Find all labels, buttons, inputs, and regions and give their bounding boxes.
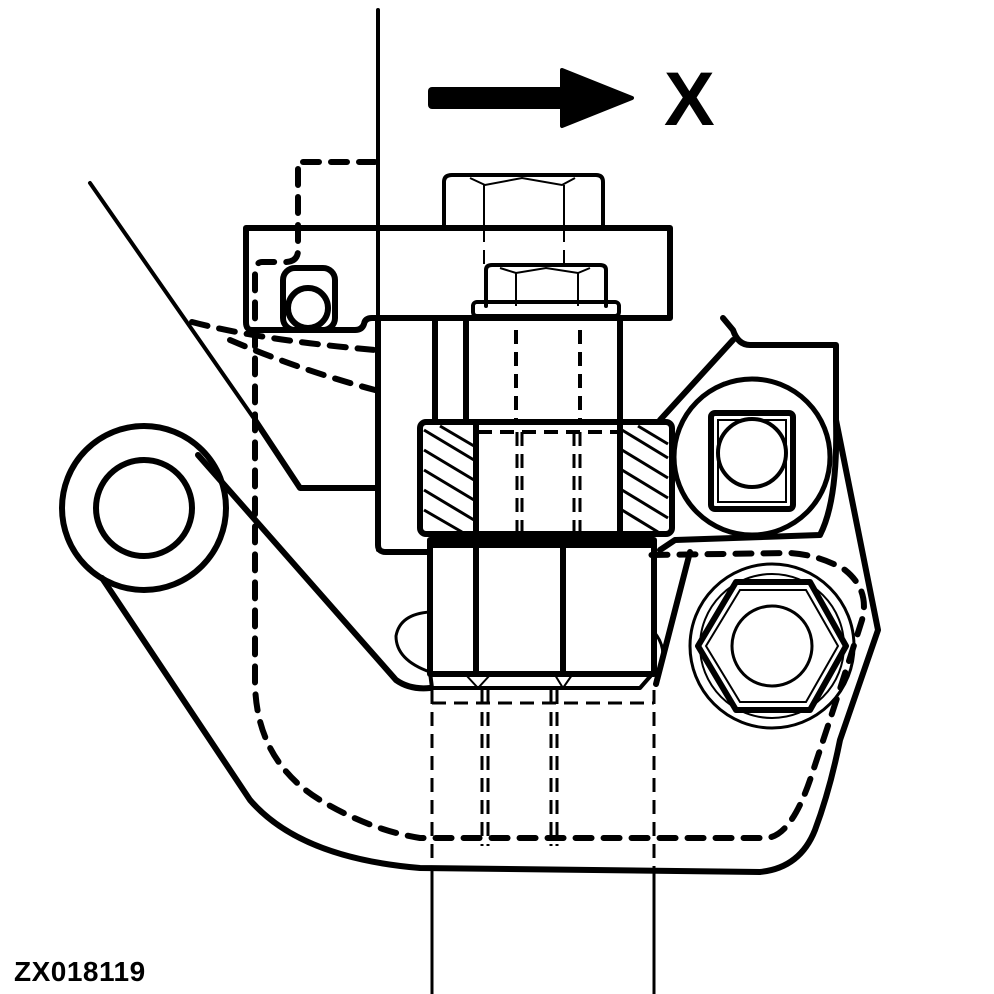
direction-arrow-icon	[428, 68, 634, 128]
small-hex-nut-icon	[484, 263, 608, 308]
right-arm-edge	[653, 549, 693, 687]
hidden-diagonal-1	[189, 319, 378, 353]
washer	[471, 300, 621, 318]
left-pivot-eye-icon	[59, 423, 229, 593]
lower-arm-upper-edge	[195, 452, 433, 692]
left-arm-step	[252, 417, 378, 491]
figure-id: ZX018119	[14, 956, 146, 987]
left-arm-line	[88, 181, 257, 422]
left-notch	[394, 610, 431, 674]
bracket-diagonal	[657, 337, 736, 423]
hatched-spacer-section	[417, 419, 675, 537]
hidden-diagonal-2	[227, 337, 378, 393]
right-hex-nut-icon	[688, 562, 856, 730]
hidden-upper-bracket	[252, 159, 867, 841]
direction-label: X	[664, 57, 715, 142]
lower-arm-outer	[99, 417, 881, 875]
upper-mounting-plate	[243, 225, 673, 333]
lower-hex-nut-icon	[427, 537, 657, 690]
upper-hex-bolt-head-icon	[442, 173, 605, 268]
main-housing	[375, 317, 433, 555]
bolt-shank-projection	[430, 690, 656, 994]
right-square-nut-icon	[671, 376, 833, 538]
right-bracket-body	[657, 315, 840, 553]
pin-icon	[285, 285, 331, 331]
